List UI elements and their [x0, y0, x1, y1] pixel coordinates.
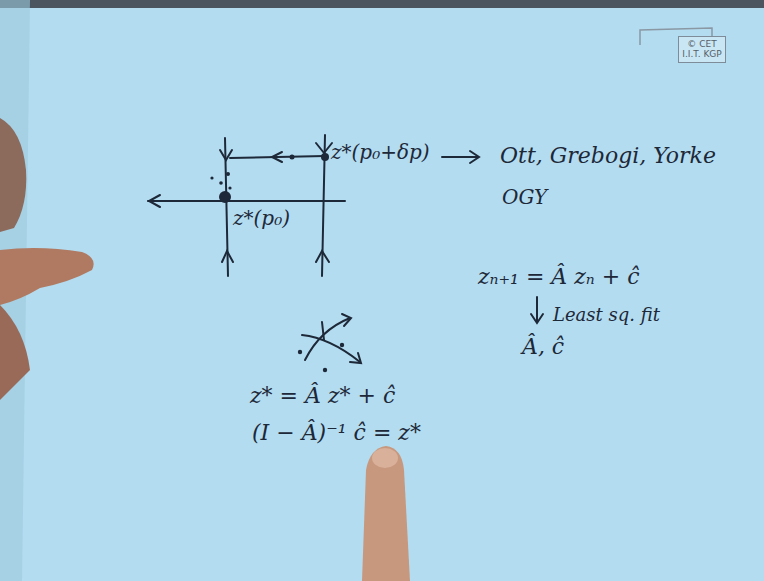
top-edge [0, 0, 764, 8]
method-name: OGY [502, 186, 547, 209]
fit-arrow [531, 297, 543, 323]
presenter-hand [0, 118, 410, 581]
fit-note: Least sq. fit [553, 305, 660, 326]
logo-box: © CET I.I.T. KGP [678, 36, 726, 63]
point-label: z*(p₀) [233, 207, 290, 230]
logo-text: © CET I.I.T. KGP [682, 39, 722, 60]
point-label: z*(p₀+δp) [331, 141, 430, 164]
crossing-sketch [302, 314, 361, 363]
fixed-point-equation: z* = Â z* + ĉ [250, 383, 395, 408]
phase-portrait [148, 135, 479, 276]
fixed-point-solution: (I − Â)⁻¹ ĉ = z* [252, 420, 421, 445]
author-note: Ott, Grebogi, Yorke [500, 143, 716, 168]
sketch-dots [298, 343, 344, 372]
fit-result: Â, ĉ [522, 334, 564, 359]
orbit-points [210, 153, 329, 203]
map-equation: zₙ₊₁ = Â zₙ + ĉ [478, 264, 640, 289]
